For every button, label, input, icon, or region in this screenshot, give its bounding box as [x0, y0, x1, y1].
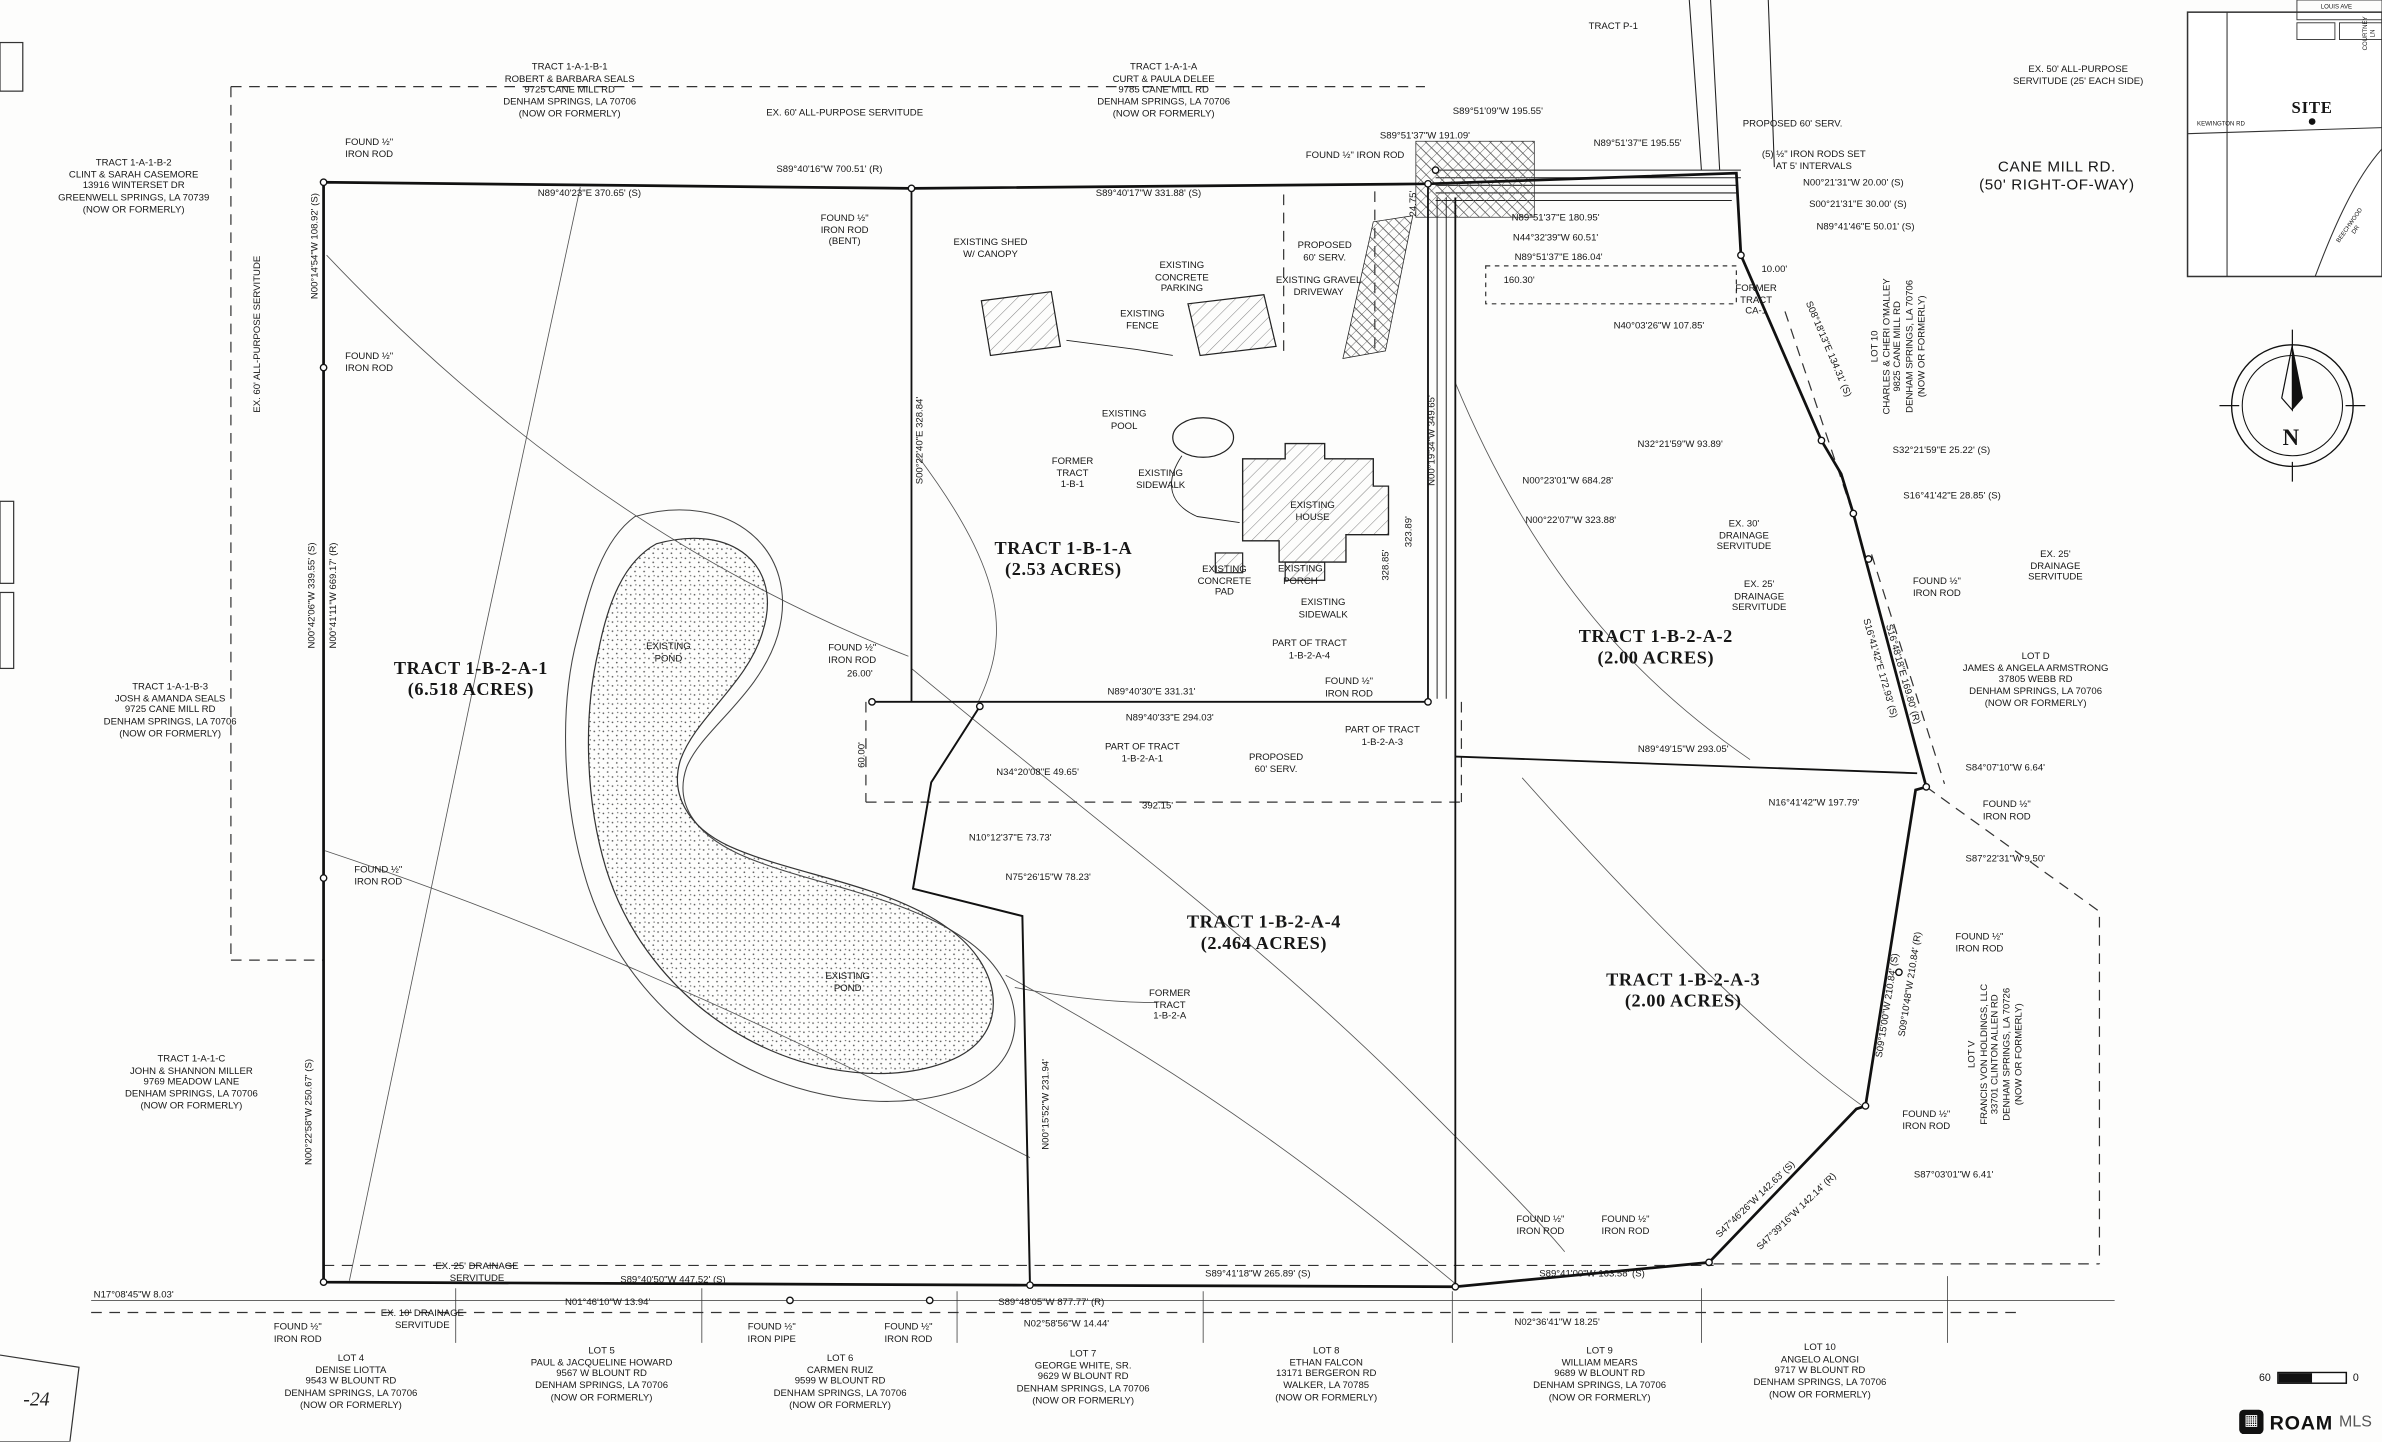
compass-needle-filled: [2292, 344, 2304, 411]
concrete-pad: [1214, 552, 1244, 574]
scale-left-value: 60: [2258, 1372, 2271, 1384]
contour-flow-lines: [324, 186, 1863, 1284]
pond-outer-contour: [565, 509, 1016, 1102]
outer-property-boundary: [322, 171, 1928, 1289]
sidewalk-line: [1171, 455, 1240, 524]
iron-rod-markers: [319, 166, 1931, 1305]
site-marker-dot: [2308, 118, 2316, 125]
roam-brand-name: ROAM: [2269, 1410, 2333, 1434]
scale-bar-graphic: [2276, 1371, 2347, 1384]
house-footprint: [1241, 442, 1390, 563]
bottom-lot-lines: [91, 1276, 2115, 1343]
roam-logo-icon: ▦: [2239, 1409, 2264, 1435]
road-connection-hatch: [1415, 140, 1535, 218]
site-inset-map: [2186, 0, 2382, 278]
fence-line: [1066, 339, 1173, 356]
pool-outline: [1172, 417, 1235, 458]
structures-group: [980, 215, 1414, 581]
porch-footprint: [1284, 561, 1326, 581]
roam-mls-logo: ▦ ROAM MLS: [2239, 1409, 2372, 1435]
pond-group: [565, 509, 1016, 1102]
pond-stippled-area: [587, 537, 994, 1075]
scale-right-value: 0: [2352, 1372, 2359, 1384]
north-arrow-compass: [2219, 329, 2366, 482]
compass-needle-outline: [2281, 344, 2293, 412]
edge-fragments: [0, 41, 80, 1442]
shed-footprint: [980, 290, 1062, 357]
interior-boundary-lines: [871, 183, 1918, 1287]
gravel-driveway: [1342, 215, 1414, 359]
scale-bar: 60 0: [2258, 1371, 2359, 1384]
concrete-parking: [1187, 294, 1277, 357]
servitude-dashed-lines: [91, 85, 2101, 1314]
roam-brand-suffix: MLS: [2339, 1412, 2372, 1432]
